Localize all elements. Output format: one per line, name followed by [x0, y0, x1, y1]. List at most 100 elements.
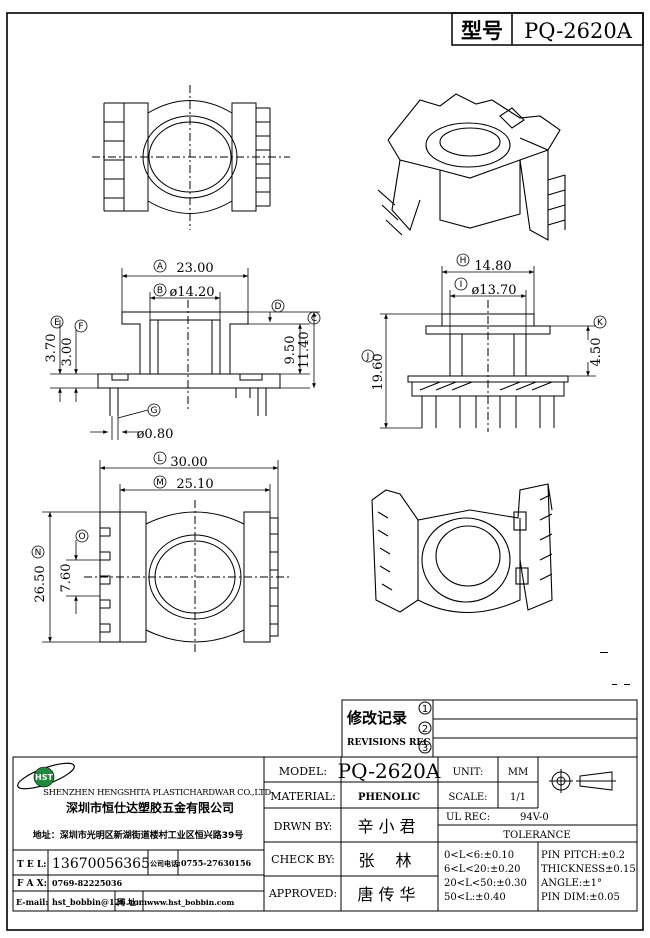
balloon-c: C [307, 311, 321, 325]
balloon-f: F [74, 319, 88, 333]
iso-view-upper [377, 93, 566, 241]
balloon-d: D [271, 299, 285, 313]
revision-mark-1: 1 [422, 704, 428, 715]
dim-l-value: 30.00 [170, 455, 207, 470]
approved-value: 唐传华 [357, 885, 420, 904]
bottom-dimensions [42, 460, 279, 643]
dim-f-value: 3.00 [60, 338, 75, 367]
dim-j-value: 19.60 [371, 353, 386, 390]
tel-value: 13670056365 [52, 856, 150, 872]
balloon-l: L [153, 451, 167, 465]
title-block-grid [12, 756, 638, 912]
balloon-k: K [593, 315, 607, 329]
balloon-e: E [50, 315, 64, 329]
balloon-m: M [153, 475, 167, 489]
fax-value: 0769-82225036 [52, 878, 123, 888]
email-value: hst_bobbin@126.com [52, 897, 148, 907]
svg-text:H: H [460, 256, 467, 266]
dim-m-value: 25.10 [176, 477, 213, 492]
tolerance-line-3: 20<L<50:±0.30 [444, 878, 527, 889]
balloons: A B D C E F G H I J K L M N O [31, 253, 607, 559]
svg-text:G: G [151, 406, 158, 416]
unit-value: MM [508, 767, 528, 778]
tel-label: T E L: [17, 860, 46, 870]
top-view [92, 85, 290, 230]
unit-label: UNIT: [453, 767, 484, 778]
dim-9-50-value: 9.50 [283, 336, 298, 365]
dim-a-value: 23.00 [176, 261, 213, 276]
tolerance-label: TOLERANCE [503, 830, 570, 841]
dim-e-value: 3.70 [44, 334, 59, 363]
company-logo: HST [17, 762, 75, 790]
check-value: 张 林 [358, 851, 419, 870]
title-fields: MODEL: PQ-2620A MATERIAL: PHENOLIC DRWN … [268, 759, 636, 904]
tolerance-line-1: 0<L<6:±0.10 [444, 850, 514, 861]
revision-mark-2: 2 [422, 724, 428, 735]
svg-text:I: I [460, 280, 463, 290]
company-tel-label: 公司电话: [150, 859, 181, 868]
tolerance-line-2: 6<L<20:±0.20 [444, 864, 521, 875]
svg-text:O: O [78, 532, 85, 542]
revision-mark-3: 3 [422, 743, 428, 754]
dim-11-40-value: 11.40 [297, 331, 312, 368]
company-name-en: SHENZHEN HENGSHITA PLASTICHARDWAR CO.,LT… [43, 788, 271, 798]
projection-symbol-icon [549, 769, 616, 793]
material-value: PHENOLIC [358, 792, 420, 803]
balloon-n: N [31, 545, 45, 559]
balloon-g: G [147, 403, 161, 417]
dim-h-value: 14.80 [474, 259, 511, 274]
balloon-j: J [361, 349, 375, 363]
revisions-title-cn: 修改记录 [346, 709, 407, 727]
balloon-h: H [456, 253, 470, 267]
front-dim-text: 23.00 ø14.20 9.50 11.40 3.70 3.00 ø0.80 [44, 261, 312, 442]
revisions-text: 修改记录 REVISIONS REC 1 2 3 [346, 704, 430, 754]
check-label: CHECK BY: [271, 853, 335, 866]
dim-g-value: ø0.80 [137, 427, 174, 442]
balloon-a: A [153, 259, 167, 273]
spec-line-3: ANGLE:±1° [540, 878, 602, 889]
balloon-o: O [75, 529, 89, 543]
drwn-value: 辛小君 [357, 817, 420, 836]
svg-text:L: L [157, 454, 162, 464]
front-dimensions [50, 268, 320, 440]
model-header-value: PQ-2620A [524, 19, 633, 43]
svg-text:K: K [597, 318, 604, 328]
spec-line-2: THICKNESS±0.15 [541, 864, 636, 875]
company-tel-value: 0755-27630156 [181, 858, 252, 868]
company-address: 地址：深圳市光明区新湖街道楼村工业区恒兴路39号 [33, 829, 244, 841]
dim-n-value: 26.50 [33, 565, 48, 602]
dim-i-value: ø13.70 [471, 283, 516, 298]
svg-text:F: F [78, 322, 83, 332]
scale-value: 1/1 [510, 792, 526, 803]
iso-view-lower [371, 483, 553, 613]
model-label: MODEL: [279, 765, 327, 778]
svg-text:N: N [35, 548, 42, 558]
logo-text: HST [35, 773, 53, 782]
svg-text:E: E [54, 318, 60, 328]
front-view [97, 300, 281, 416]
dim-b-value: ø14.20 [169, 285, 214, 300]
fax-label: F A X: [17, 879, 47, 889]
svg-text:M: M [156, 478, 164, 488]
company-name-cn: 深圳市恒仕达塑胶五金有限公司 [66, 800, 234, 815]
side-dimensions [380, 266, 596, 429]
bottom-view [84, 500, 290, 655]
balloon-b: B [153, 283, 167, 297]
approved-label: APPROVED: [268, 887, 337, 900]
bottom-dim-text: 30.00 25.10 26.50 7.60 [33, 455, 214, 603]
svg-text:A: A [157, 262, 164, 272]
ul-value: 94V-0 [520, 812, 549, 823]
balloon-i: I [454, 277, 468, 291]
revisions-title-en: REVISIONS REC [347, 738, 430, 748]
email-label: E-mail: [16, 897, 48, 907]
svg-text:B: B [157, 286, 163, 296]
scan-specks [600, 652, 630, 685]
model-value: PQ-2620A [338, 759, 441, 783]
model-header-label: 型号 [461, 19, 503, 43]
svg-text:C: C [311, 314, 317, 324]
web-label: 网 址: [117, 897, 139, 907]
material-label: MATERIAL: [270, 790, 336, 803]
company-text: SHENZHEN HENGSHITA PLASTICHARDWAR CO.,LT… [16, 788, 272, 907]
svg-text:D: D [275, 302, 282, 312]
